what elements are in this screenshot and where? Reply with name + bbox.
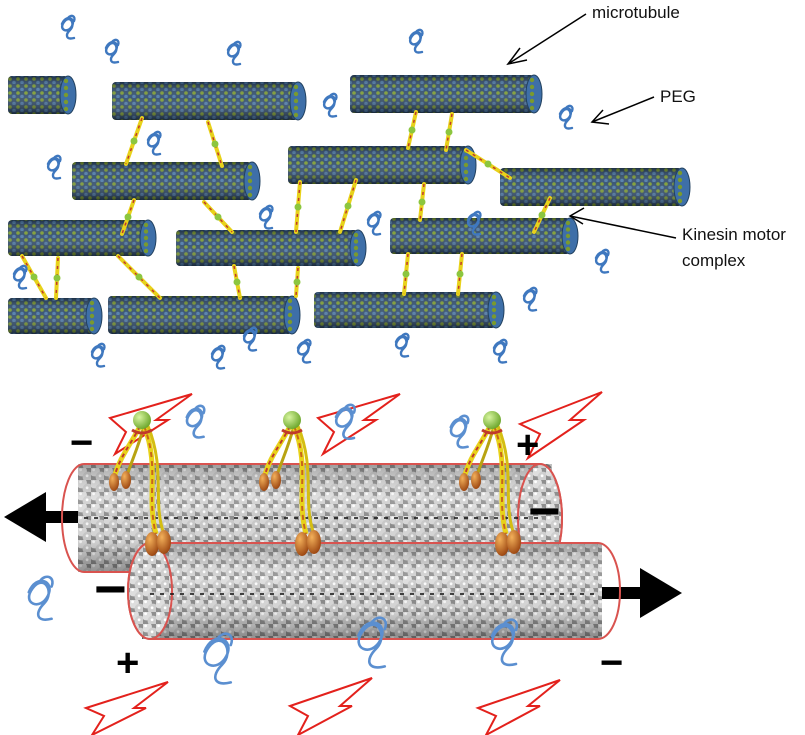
peg-coil bbox=[449, 414, 470, 449]
kinesin-complex-group bbox=[109, 411, 521, 556]
peg-coil bbox=[104, 38, 120, 64]
polarity-minus-tl: − bbox=[70, 421, 93, 465]
peg-coil bbox=[594, 248, 610, 274]
polarity-minus-br: − bbox=[600, 641, 623, 685]
microtubule bbox=[314, 291, 505, 329]
motion-arrow-icon bbox=[598, 568, 682, 618]
microtubule-group bbox=[8, 74, 691, 335]
microtubule bbox=[500, 167, 691, 207]
peg-coil bbox=[492, 338, 508, 364]
kinesin-link bbox=[53, 256, 61, 300]
motion-arrow-icon bbox=[4, 492, 84, 542]
peg-coil bbox=[203, 632, 234, 685]
kinesin-link bbox=[116, 254, 162, 300]
kinesin-link bbox=[232, 264, 242, 300]
peg-coil bbox=[296, 338, 312, 364]
label-microtubule: microtubule bbox=[592, 3, 680, 22]
microtubule bbox=[112, 81, 307, 121]
peg-coil-group bbox=[12, 14, 610, 370]
microtubule bbox=[8, 219, 157, 257]
kinesin-complex bbox=[259, 411, 321, 556]
peg-coil bbox=[12, 264, 28, 290]
peg-coil bbox=[366, 210, 382, 236]
polarity-plus-bl: + bbox=[116, 641, 139, 685]
mt-network-panel bbox=[8, 14, 691, 370]
peg-coil bbox=[357, 616, 388, 669]
peg-coil bbox=[334, 403, 356, 440]
pointer-arrow-icon bbox=[590, 96, 655, 125]
kinesin-link bbox=[464, 148, 512, 180]
peg-coil bbox=[210, 344, 226, 370]
peg-coil bbox=[466, 210, 482, 236]
microtubule bbox=[390, 217, 579, 255]
microtubule bbox=[72, 161, 261, 201]
peg-coil bbox=[185, 404, 206, 439]
kinesin-link bbox=[402, 252, 410, 296]
sliding-pair-panel bbox=[4, 391, 682, 735]
pointer-arrow-icon bbox=[506, 13, 587, 66]
peg-coil bbox=[258, 204, 274, 230]
microtubule bbox=[288, 145, 477, 185]
label-peg: PEG bbox=[660, 87, 696, 106]
peg-coil bbox=[226, 40, 242, 66]
microtubule bbox=[8, 75, 77, 115]
kinesin-link bbox=[406, 110, 418, 150]
kinesin-link bbox=[293, 266, 301, 298]
microtubule bbox=[350, 74, 543, 114]
peg-coil bbox=[522, 286, 538, 312]
peg-coil-large-group bbox=[27, 403, 519, 685]
kinesin-link bbox=[206, 120, 224, 168]
microtubule bbox=[176, 229, 367, 267]
kinesin-complex bbox=[109, 411, 171, 556]
microtubule bbox=[8, 297, 103, 335]
polarity-minus-front-left: − bbox=[94, 557, 127, 620]
polarity-plus-tr: + bbox=[516, 423, 539, 467]
kinesin-link bbox=[294, 180, 302, 234]
peg-coil bbox=[394, 332, 410, 358]
flow-chevron-icon bbox=[83, 391, 603, 735]
polarity-minus-back-right: − bbox=[528, 479, 561, 542]
kinesin-link bbox=[120, 198, 136, 236]
kinesin-link bbox=[124, 116, 144, 166]
peg-coil bbox=[322, 92, 338, 118]
kinesin-link bbox=[456, 252, 464, 296]
kinesin-link bbox=[532, 196, 552, 234]
label-kinesin-motor: Kinesin motor bbox=[682, 225, 786, 244]
label-kinesin-complex: complex bbox=[682, 251, 746, 270]
peg-coil bbox=[90, 342, 106, 368]
kinesin-link bbox=[418, 182, 426, 222]
peg-coil bbox=[408, 28, 424, 54]
peg-coil bbox=[60, 14, 76, 40]
kinesin-link-group bbox=[20, 110, 552, 300]
peg-coil bbox=[27, 575, 54, 621]
kinesin-link bbox=[444, 112, 454, 152]
pointer-arrow-icon bbox=[568, 207, 677, 239]
peg-coil bbox=[242, 326, 258, 352]
microtubule bbox=[108, 295, 301, 335]
peg-coil bbox=[490, 618, 519, 667]
kinesin-link bbox=[202, 200, 234, 234]
peg-coil bbox=[46, 154, 62, 180]
kinesin-link bbox=[20, 254, 48, 300]
peg-coil bbox=[558, 104, 574, 130]
peg-coil bbox=[146, 130, 162, 156]
kinesin-complex bbox=[459, 411, 521, 556]
kinesin-link bbox=[338, 178, 358, 234]
